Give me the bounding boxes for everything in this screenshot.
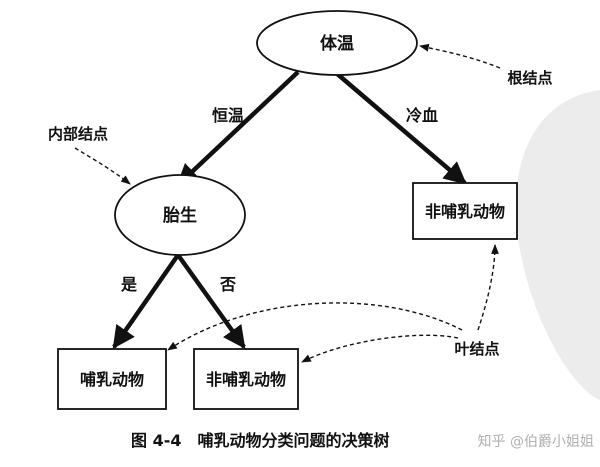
edge-no-label: 否 xyxy=(219,275,236,294)
leaf-no-label: 非哺乳动物 xyxy=(206,370,286,389)
pointer-leaf-yes xyxy=(167,302,463,351)
watermark-text: 知乎 @伯爵小姐姐 xyxy=(478,433,594,450)
edge-warm xyxy=(176,70,300,187)
pointer-leaf-cold xyxy=(477,244,499,331)
edge-no xyxy=(176,253,246,349)
pointer-internal xyxy=(74,147,131,185)
figure-caption: 图 4-4 哺乳动物分类问题的决策树 xyxy=(131,431,389,450)
leaf-yes-label: 哺乳动物 xyxy=(80,370,144,389)
leaf-no-node xyxy=(193,348,299,410)
pointer-root xyxy=(419,43,501,69)
edge-warm-label: 恒温 xyxy=(212,106,244,125)
internal-node-label: 胎生 xyxy=(163,205,197,226)
annotation-root-node: 根结点 xyxy=(507,69,552,87)
watermark-shape xyxy=(515,90,600,400)
annotation-internal-node: 内部结点 xyxy=(48,125,108,143)
edge-cold xyxy=(333,70,467,185)
leaf-yes-node xyxy=(57,348,167,410)
edge-yes xyxy=(112,253,180,349)
leaf-cold-label: 非哺乳动物 xyxy=(425,202,505,221)
edge-cold-label: 冷血 xyxy=(406,106,438,125)
root-node xyxy=(256,10,418,76)
root-node-label: 体温 xyxy=(320,33,354,54)
leaf-cold-node xyxy=(412,182,518,240)
pointer-leaf-no xyxy=(301,334,459,363)
internal-node xyxy=(114,174,246,256)
annotation-leaf-node: 叶结点 xyxy=(454,340,499,358)
edge-yes-label: 是 xyxy=(120,275,137,294)
